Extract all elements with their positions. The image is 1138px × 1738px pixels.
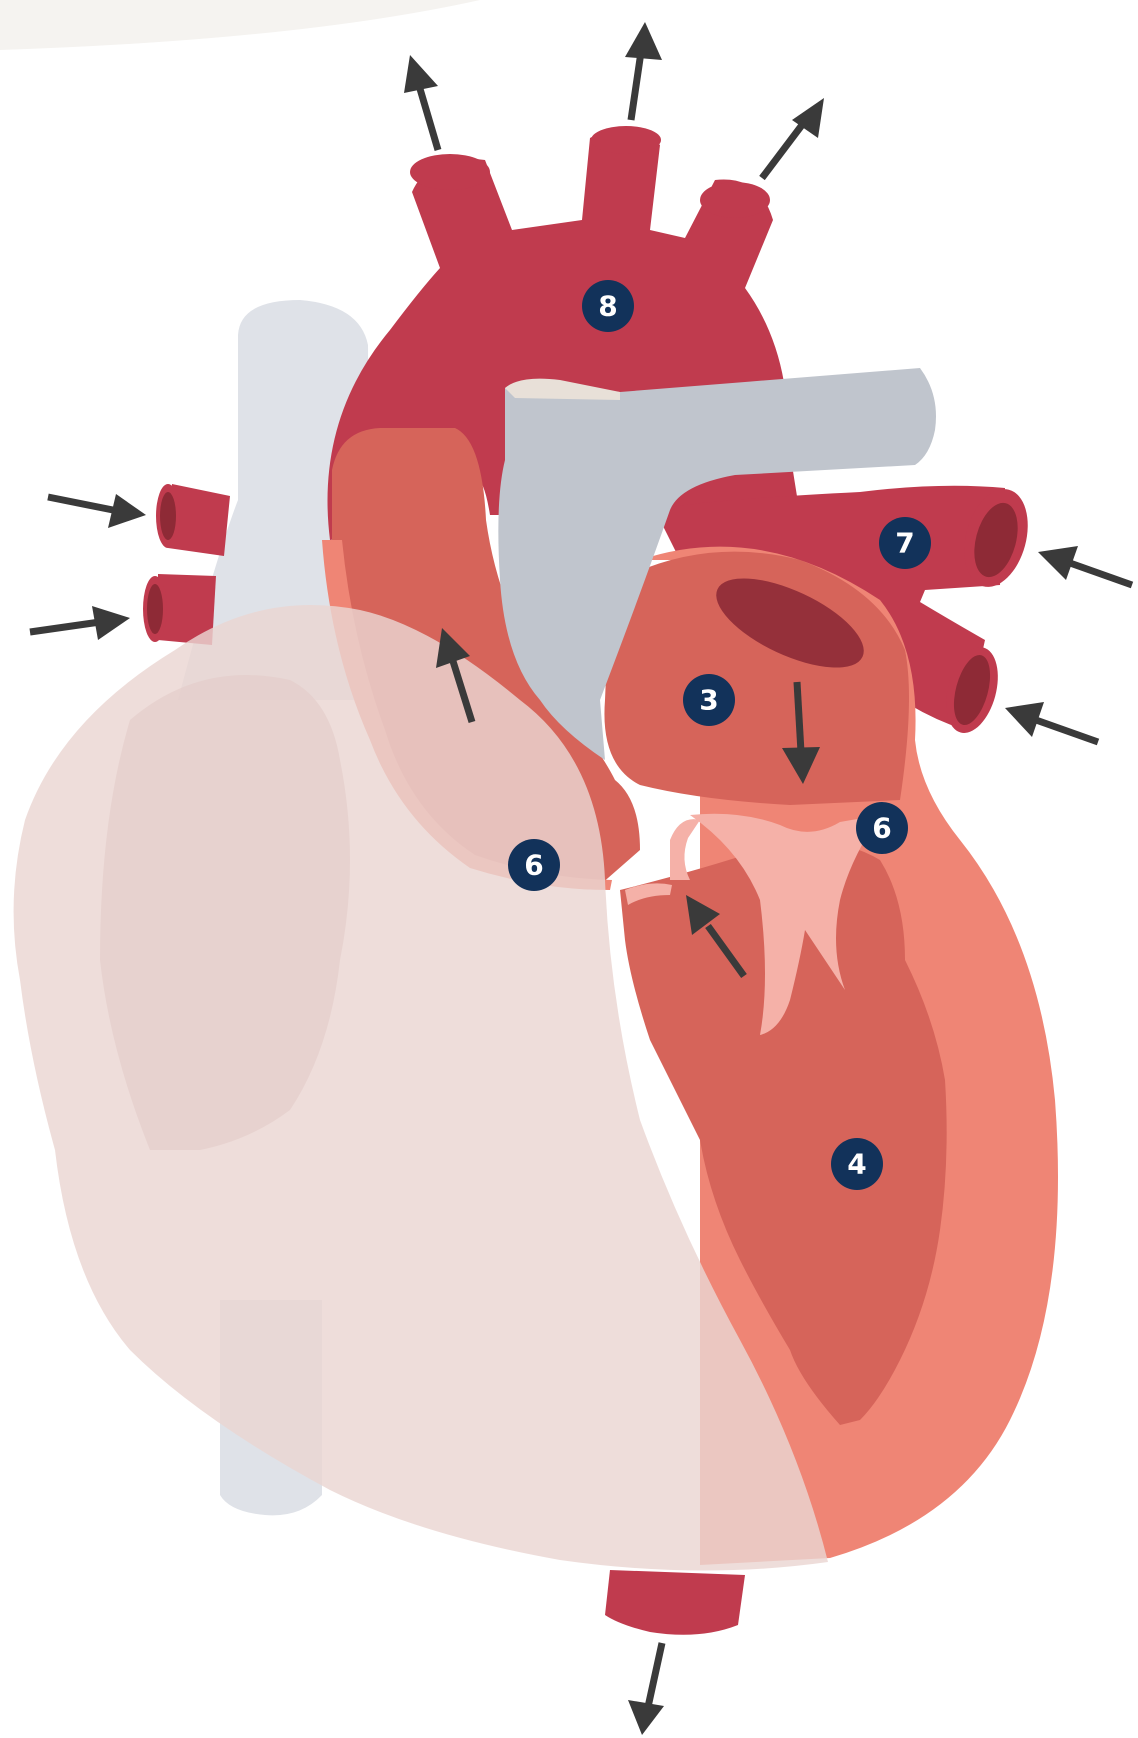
background-shape [0, 0, 480, 50]
arrow-descending-out [628, 1643, 664, 1735]
marker-mitral-valve: 6 [856, 802, 908, 854]
marker-aortic-valve: 6 [508, 839, 560, 891]
marker-label-pulmonary-veins: 7 [895, 527, 914, 560]
arrow-branch-right-out [762, 98, 824, 178]
marker-label-aortic-valve: 6 [524, 849, 543, 882]
arrow-branch-middle-out [625, 22, 662, 120]
marker-aorta: 8 [582, 280, 634, 332]
marker-label-left-atrium: 3 [699, 684, 718, 717]
marker-label-aorta: 8 [598, 290, 617, 323]
arrow-left-lower-in [30, 606, 130, 640]
marker-label-mitral-valve: 6 [872, 812, 891, 845]
marker-pulmonary-veins: 7 [879, 517, 931, 569]
arrow-right-upper-in [1038, 546, 1132, 585]
descending-aorta [605, 1570, 745, 1635]
marker-left-ventricle: 4 [831, 1138, 883, 1190]
arrow-right-lower-in [1005, 702, 1098, 742]
arrow-branch-left-out [404, 55, 438, 150]
arrow-left-upper-in [48, 494, 146, 528]
marker-label-left-ventricle: 4 [847, 1148, 866, 1181]
marker-left-atrium: 3 [683, 674, 735, 726]
